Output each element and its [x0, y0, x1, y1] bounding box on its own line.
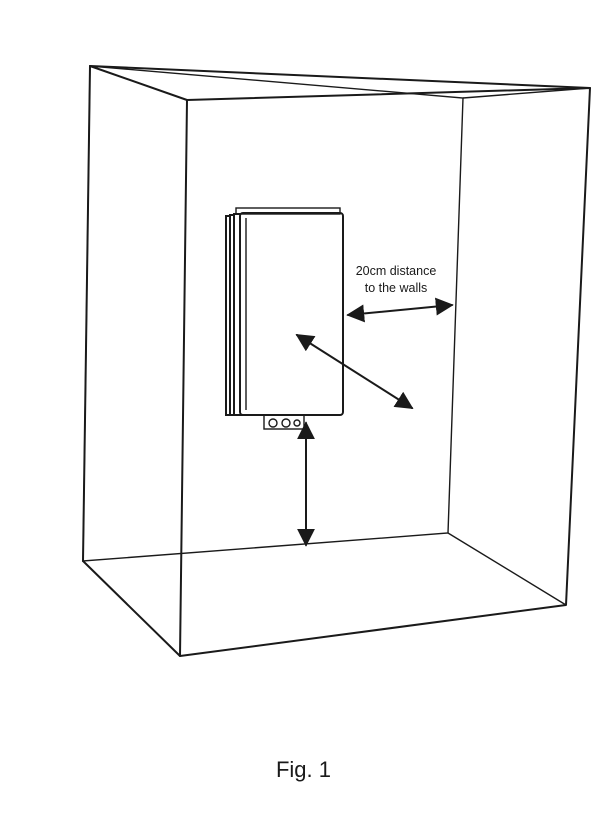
distance-label-line-2: to the walls — [365, 281, 428, 295]
distance-arrow-to-back-wall — [295, 334, 414, 409]
distance-label-line-1: 20cm distance — [356, 264, 437, 278]
cabinet-edge-bottom-right — [447, 532, 567, 606]
distance-arrow-to-right-wall — [346, 297, 454, 323]
cabinet-edge-left-outer — [82, 65, 91, 562]
figure-caption: Fig. 1 — [275, 757, 332, 782]
device-front-panel — [239, 212, 344, 416]
cabinet-edge-top-left — [89, 65, 188, 101]
cabinet-edge-back-right — [462, 87, 591, 99]
cabinet-edge-bottom-left — [82, 560, 181, 657]
wall-device — [225, 207, 344, 430]
cabinet-box — [82, 65, 591, 657]
device-connectors — [263, 414, 305, 430]
cabinet-edge-top-right — [89, 65, 591, 89]
device-top-vent — [235, 207, 341, 215]
